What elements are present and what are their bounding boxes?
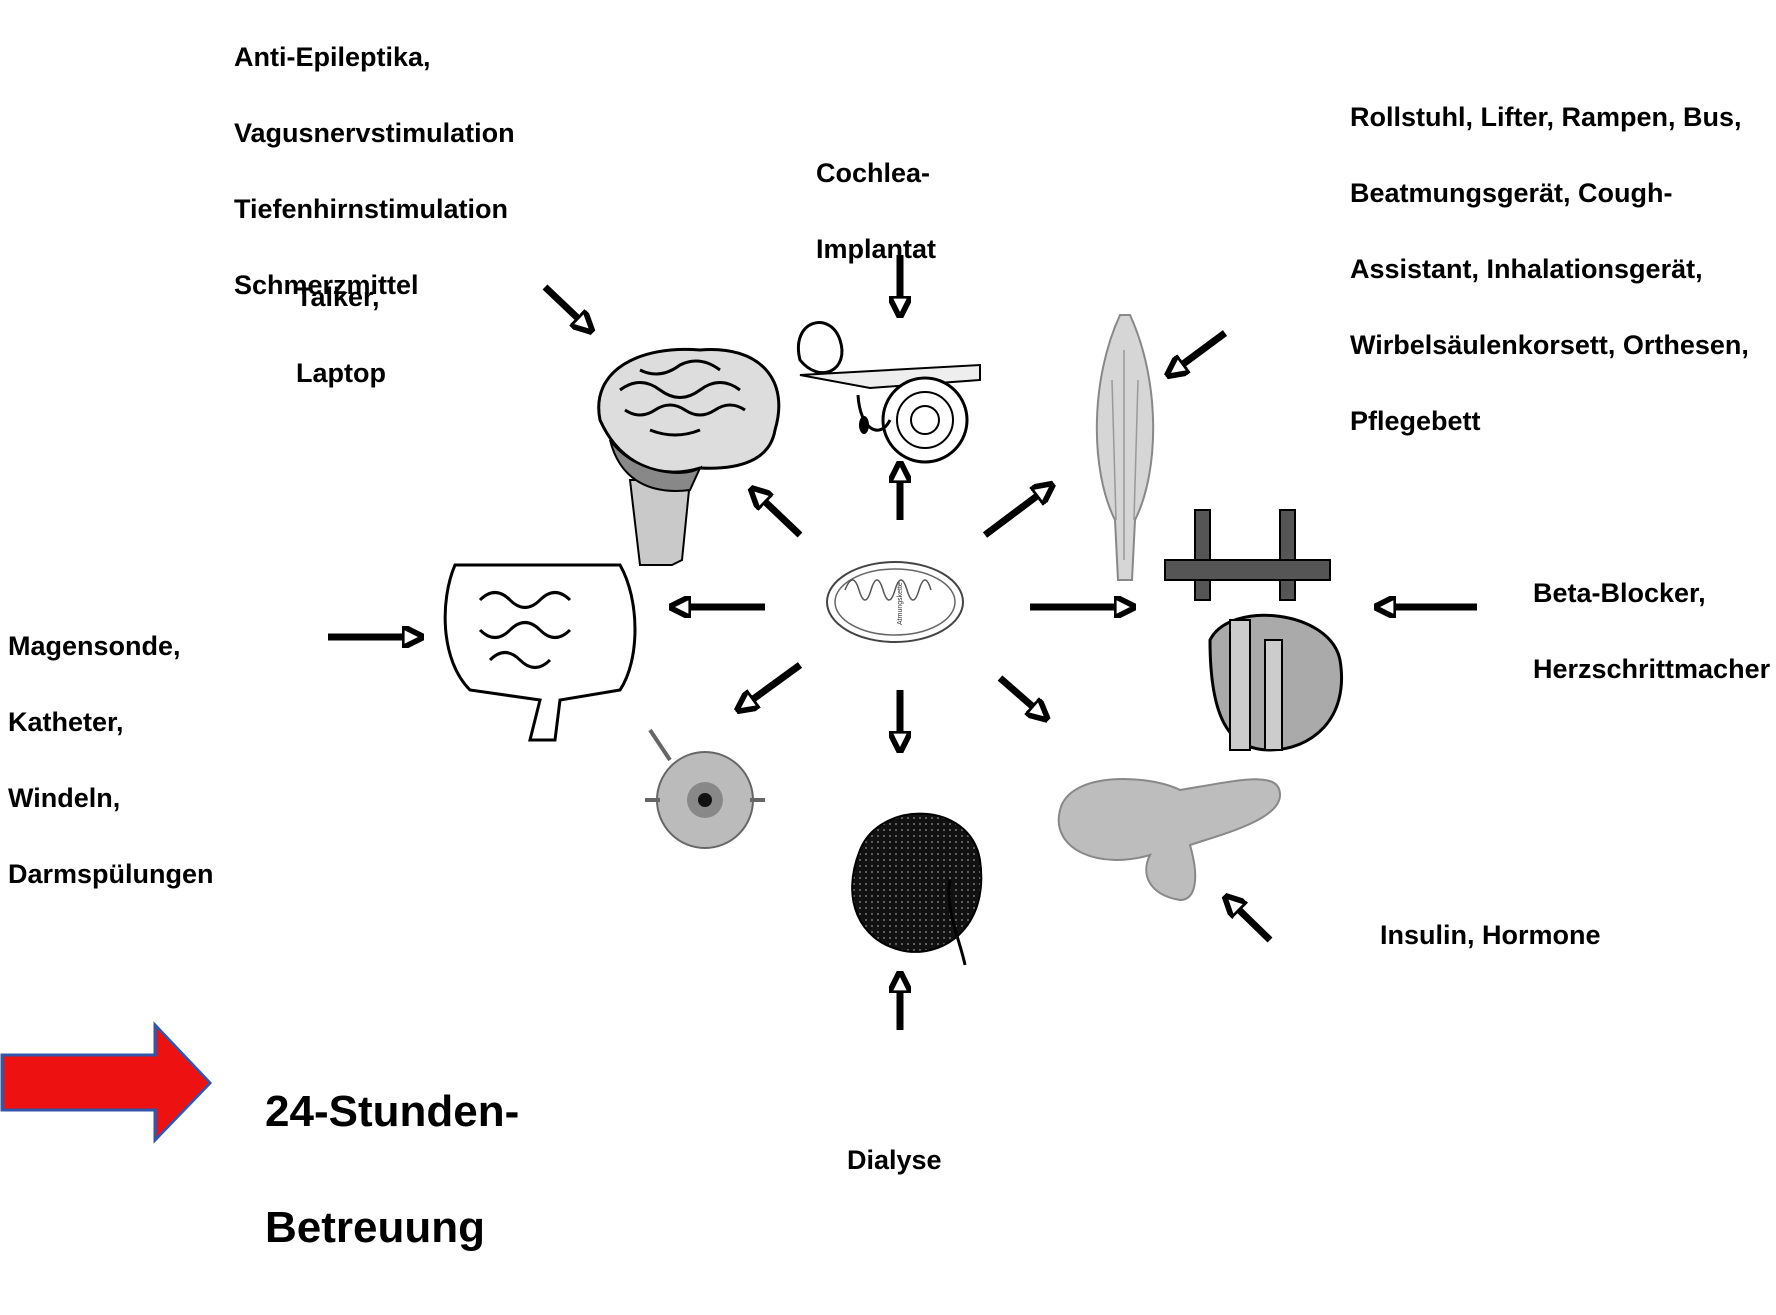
arrow-to-pancreas bbox=[1000, 678, 1040, 713]
arrow-from-insulin bbox=[1232, 903, 1270, 940]
arrow-to-muscle bbox=[985, 490, 1045, 535]
label-ear: Cochlea- Implantat bbox=[816, 116, 936, 306]
intestine-icon bbox=[445, 565, 635, 740]
muscle-icon bbox=[1097, 315, 1153, 580]
arrow-to-eye bbox=[745, 665, 800, 705]
arrow-to-brain bbox=[758, 495, 800, 535]
label-kidney: Dialyse bbox=[847, 1103, 942, 1217]
mitochondrion-icon: Atmungskette bbox=[827, 562, 963, 642]
heart-icon bbox=[1165, 510, 1342, 750]
label-care: 24-Stunden- Betreuung bbox=[265, 1025, 519, 1315]
ear-icon bbox=[798, 323, 980, 462]
label-heart: Beta-Blocker, Herzschrittmacher bbox=[1533, 536, 1770, 726]
eye-icon bbox=[645, 730, 765, 848]
mitochondrion-label: Atmungskette bbox=[897, 582, 904, 625]
label-pancreas: Insulin, Hormone bbox=[1380, 878, 1601, 992]
pancreas-icon bbox=[1059, 779, 1280, 900]
kidney-icon bbox=[852, 814, 981, 965]
label-intestine: Magensonde, Katheter, Windeln, Darmspülu… bbox=[8, 589, 214, 931]
arrow-from-rollstuhl bbox=[1175, 333, 1225, 370]
label-brain-communication: Talker, Laptop bbox=[296, 240, 386, 430]
label-muscle: Rollstuhl, Lifter, Rampen, Bus, Beatmung… bbox=[1350, 60, 1749, 478]
brain-icon bbox=[599, 349, 779, 565]
arrow-from-talker bbox=[545, 287, 585, 325]
big-red-arrow bbox=[2, 1025, 210, 1140]
